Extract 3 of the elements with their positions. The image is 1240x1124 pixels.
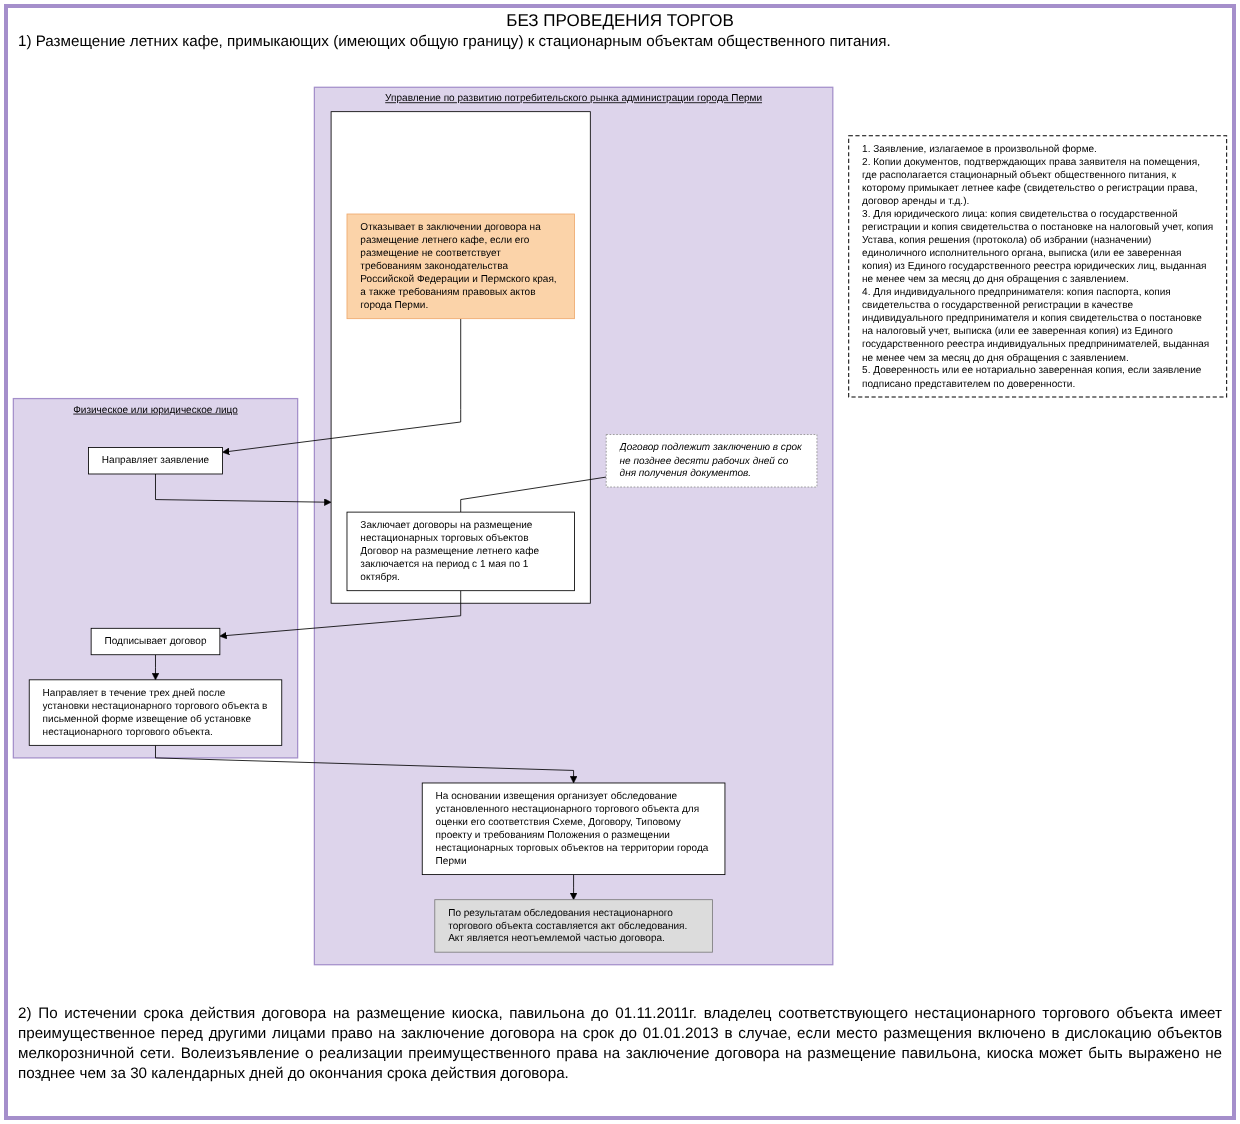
cluster	[330, 111, 591, 604]
connector	[460, 476, 607, 513]
title: БЕЗ ПРОВЕДЕНИЯ ТОРГОВ	[504, 10, 736, 30]
